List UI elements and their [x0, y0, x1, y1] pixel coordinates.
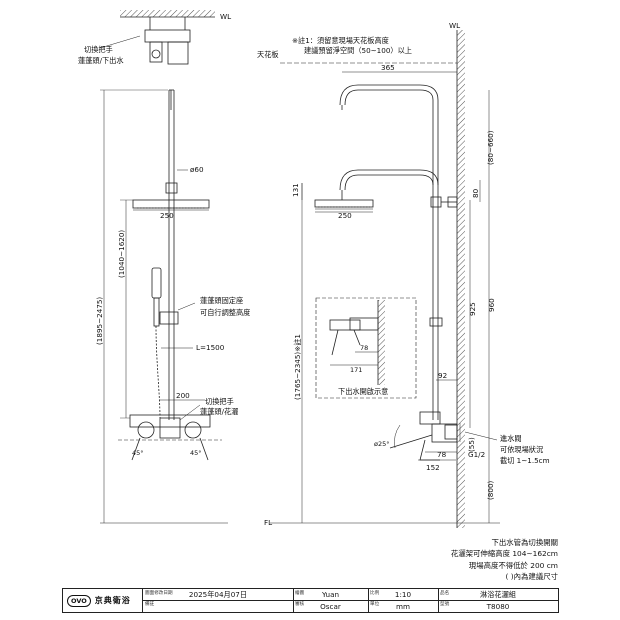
note-line: 花灑架可伸縮高度 104~162cm: [450, 549, 558, 559]
dim-1895-2475: (1895~2475): [95, 297, 104, 345]
note1-line1: ※註1：須留意現場天花板高度: [292, 36, 389, 45]
wl-label-right: WL: [449, 21, 460, 30]
model-value: T8080: [486, 602, 510, 611]
switch-handle-top-label: 切換把手: [84, 45, 113, 54]
dim-1040-1620: (1040~1620): [117, 230, 126, 278]
date-cell: 圖面修改日期 2025年04月07日: [143, 589, 293, 600]
remark-cell: 備註: [143, 600, 293, 612]
dim-365: 365: [381, 63, 395, 72]
logo-badge: OVO: [67, 594, 91, 607]
g-half-label: G1/2: [468, 450, 485, 459]
inset-dim-171: 171: [350, 366, 362, 374]
holder-note-1: 蓮蓬頭固定座: [200, 296, 243, 305]
date-value: 2025年04月07日: [188, 590, 248, 599]
drawn-label: 繪圖: [295, 591, 305, 596]
dim-92: 92: [438, 371, 447, 380]
inset-title: 下出水開啟示意: [338, 387, 388, 396]
dim-960: 960: [487, 298, 496, 312]
dim-250-right: 250: [338, 211, 352, 220]
scale-label: 比例: [370, 591, 380, 596]
scale-value: 1:10: [394, 590, 412, 599]
front-view: [100, 89, 228, 524]
wl-label-top: WL: [220, 12, 231, 21]
dim-152: 152: [426, 463, 440, 472]
top-view: [99, 10, 215, 65]
switch-handle-bottom-label: 切換把手: [205, 397, 234, 406]
dim-78: 78: [437, 450, 447, 459]
inset-dim-78: 78: [360, 344, 368, 352]
dim-800: (800): [486, 480, 495, 500]
brand-name: 京典衛浴: [94, 596, 131, 605]
inlet-valve-sub2: 截切 1~1.5cm: [500, 456, 550, 465]
unit-cell: 單位 mm: [368, 600, 438, 612]
dim-131: 131: [291, 183, 300, 197]
holder-note-2: 可自行調整高度: [200, 308, 250, 317]
dim-80-660: (80~660): [486, 130, 495, 165]
hose-length: L=1500: [196, 343, 225, 352]
spec-notes: 下出水管為切換開關 花灑架可伸縮高度 104~162cm 現場高度不得低於 20…: [451, 537, 558, 583]
unit-value: mm: [395, 602, 410, 611]
dim-925: 925: [468, 302, 477, 316]
drawn-cell: 繪圖 Yuan: [293, 589, 368, 600]
brand-logo: OVO 京典衛浴: [63, 589, 143, 612]
drawn-value: Yuan: [321, 590, 340, 599]
dia-60: ø60: [190, 165, 204, 174]
note-line: 現場高度不得低於 200 cm: [468, 560, 558, 570]
inlet-valve-sub1: 可依現場狀況: [500, 445, 543, 454]
fl-label: FL: [264, 518, 272, 527]
model-label: 型號: [440, 602, 450, 607]
scale-cell: 比例 1:10: [368, 589, 438, 600]
dim-80: 80: [471, 188, 480, 198]
note1-line2: 建議預留淨空間（50~100）以上: [304, 46, 412, 55]
reviewed-label: 審核: [295, 602, 305, 607]
side-view: [270, 30, 500, 528]
inlet-valve-label: 進水閥: [500, 434, 522, 443]
name-cell: 品名 淋浴花灑組: [438, 589, 558, 600]
angle-right: 45°: [190, 449, 202, 457]
title-block: OVO 京典衛浴 圖面修改日期 2025年04月07日 繪圖 Yuan 比例 1…: [62, 588, 559, 613]
switch-handle-top-sub: 蓮蓬頭/下出水: [78, 56, 124, 65]
switch-handle-bottom-sub: 蓮蓬頭/花灑: [200, 407, 238, 416]
date-label: 圖面修改日期: [145, 591, 173, 596]
angle-left: 45°: [132, 449, 144, 457]
name-label: 品名: [440, 591, 450, 596]
dim-55: (55): [467, 437, 476, 452]
dim-1765-2345: (1765~2345)※註1: [293, 334, 302, 400]
note-line: 下出水管為切換開關: [491, 538, 558, 547]
note-line: ( )內為建議尺寸: [505, 572, 558, 582]
reviewed-cell: 審核 Oscar: [293, 600, 368, 612]
reviewed-value: Oscar: [320, 602, 341, 611]
angle-25: ø25°: [374, 440, 390, 448]
model-cell: 型號 T8080: [438, 600, 558, 612]
drawing-labels: WL WL FL 切換把手 蓮蓬頭/下出水 天花板 ※註1：須留意現場天花板高度…: [78, 12, 550, 527]
ceiling-label: 天花板: [257, 50, 279, 59]
name-value: 淋浴花灑組: [480, 590, 516, 599]
remark-label: 備註: [145, 602, 155, 607]
dim-200: 200: [176, 391, 190, 400]
unit-label: 單位: [370, 602, 380, 607]
dim-250-left: 250: [160, 211, 174, 220]
